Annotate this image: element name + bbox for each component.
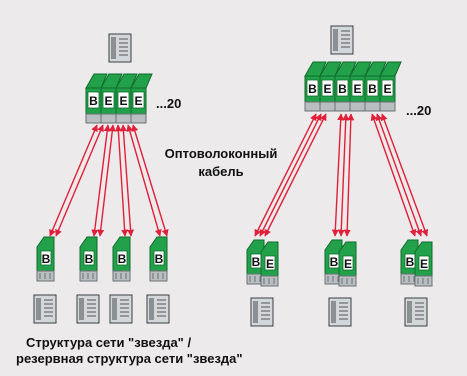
- hub-module-letter: E: [104, 94, 112, 108]
- io-module-left-3: B: [112, 236, 131, 282]
- module-count-right: ...20: [406, 103, 432, 118]
- fiber-cable-arrow: [131, 124, 169, 237]
- module-letter: B: [252, 255, 261, 269]
- fiber-cable-arrow: [97, 124, 116, 237]
- module-letter: E: [420, 257, 428, 271]
- plc-controller-right-1: [250, 297, 274, 327]
- io-module-left-4: B: [149, 236, 168, 282]
- plc-controller-left-4: [146, 294, 170, 324]
- module-letter: E: [344, 257, 352, 271]
- fiber-cable-arrow: [126, 124, 162, 237]
- hub-module-letter: E: [134, 94, 142, 108]
- hub-module-letter: B: [308, 82, 317, 96]
- fiber-cable-arrow: [343, 113, 355, 237]
- plc-controller-left-3: [109, 294, 133, 324]
- module-letter: B: [155, 252, 164, 266]
- module-letter: B: [118, 252, 127, 266]
- plc-controller-right-3: [404, 297, 428, 327]
- io-module-left-2: B: [79, 236, 98, 282]
- fiber-cable-arrow: [370, 113, 417, 237]
- module-letter: E: [266, 257, 274, 271]
- plc-controller-left-1: [33, 294, 57, 324]
- module-letter: B: [406, 255, 415, 269]
- plc-controller-left-top: [108, 33, 132, 63]
- module-count-left: ...20: [156, 96, 182, 111]
- plc-controller-right-2: [328, 297, 352, 327]
- hub-module-letter: B: [338, 82, 347, 96]
- hub-module-letter: B: [89, 94, 98, 108]
- fiber-cable-arrow: [337, 113, 350, 237]
- caption-line1: Структура сети "звезда" /: [26, 335, 192, 350]
- plc-controller-left-2: [76, 294, 100, 324]
- hub-module-letter: E: [353, 82, 361, 96]
- hub-module-letter: B: [368, 82, 377, 96]
- hub-module-letter: E: [119, 94, 127, 108]
- fiber-cable-arrow: [375, 113, 423, 237]
- io-module-right-1-e: E: [260, 241, 279, 287]
- fiber-cable-arrow: [264, 113, 327, 237]
- module-letter: B: [330, 255, 339, 269]
- fiber-cable-label-line1: Оптоволоконный: [164, 146, 278, 161]
- hub-module-letter: E: [383, 82, 391, 96]
- io-module-right-3-e: E: [414, 241, 433, 287]
- fiber-cable-arrow: [49, 124, 98, 237]
- plc-controller-right-top: [330, 25, 354, 55]
- fiber-cable-arrow: [331, 113, 345, 237]
- caption-line2: резервная структура сети "звезда": [16, 351, 243, 366]
- fiber-cable-arrow: [380, 113, 429, 237]
- fiber-cable-label-line2: кабель: [198, 164, 244, 179]
- io-module-left-1: B: [36, 236, 55, 282]
- io-module-right-2-e: E: [338, 241, 357, 287]
- hub-module-letter: E: [323, 82, 331, 96]
- module-letter: B: [42, 252, 51, 266]
- module-letter: B: [85, 252, 94, 266]
